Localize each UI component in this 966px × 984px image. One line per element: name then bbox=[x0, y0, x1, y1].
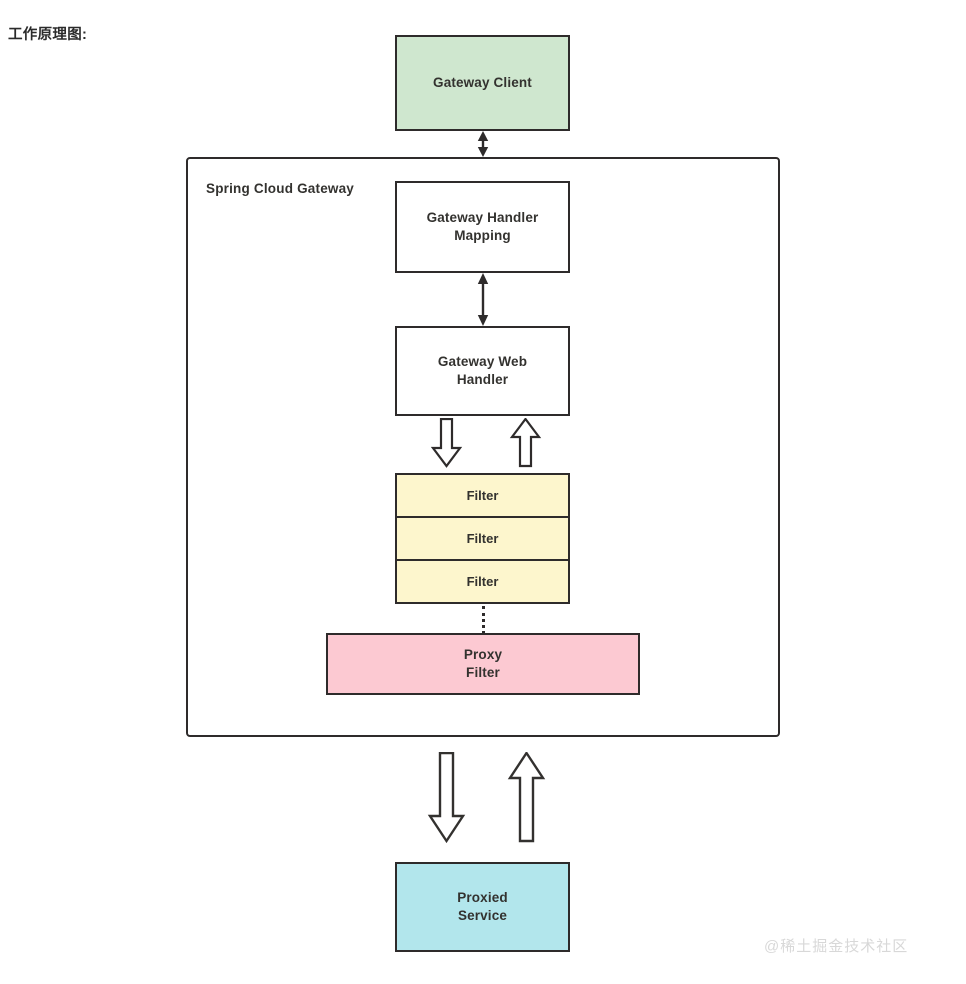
node-gateway-handler-mapping-line-2: Mapping bbox=[454, 228, 511, 243]
connector-service-to-container-arrow-up bbox=[506, 752, 547, 844]
watermark: @稀土掘金技术社区 bbox=[764, 938, 909, 955]
connector-filters-to-proxy-filter-dotted bbox=[481, 606, 485, 634]
connector-container-to-service-arrow-down bbox=[426, 752, 467, 844]
node-filter-1-label: Filter bbox=[466, 488, 499, 503]
page-title: 工作原理图: bbox=[8, 27, 88, 43]
node-filter-3-label: Filter bbox=[466, 574, 499, 589]
connector-mapping-to-webhandler bbox=[473, 273, 493, 326]
connector-client-to-container bbox=[473, 131, 493, 157]
node-filter-2-label: Filter bbox=[466, 531, 499, 546]
node-proxied-service[interactable]: Proxied Service bbox=[395, 862, 570, 952]
node-gateway-handler-mapping[interactable]: Gateway Handler Mapping bbox=[395, 181, 570, 273]
node-filter-2[interactable]: Filter bbox=[395, 516, 570, 561]
node-gateway-web-handler-line-1: Gateway Web bbox=[437, 353, 528, 369]
connector-webhandler-to-filters-arrow-down bbox=[430, 418, 463, 468]
node-proxy-filter[interactable]: Proxy Filter bbox=[326, 633, 640, 695]
connector-filters-to-webhandler-arrow-up bbox=[509, 418, 542, 468]
node-gateway-web-handler-line-2: Handler bbox=[456, 372, 509, 387]
node-proxied-service-line-2: Service bbox=[457, 908, 508, 923]
node-proxy-filter-line-1: Proxy bbox=[463, 646, 503, 662]
node-proxied-service-line-1: Proxied bbox=[457, 889, 508, 905]
node-proxy-filter-line-2: Filter bbox=[466, 665, 500, 680]
node-gateway-handler-mapping-line-1: Gateway Handler bbox=[426, 209, 539, 225]
node-gateway-client[interactable]: Gateway Client bbox=[395, 35, 570, 131]
container-spring-cloud-gateway-label: Spring Cloud Gateway bbox=[206, 181, 355, 196]
node-filter-3[interactable]: Filter bbox=[395, 559, 570, 604]
filter-stack: Filter Filter Filter bbox=[395, 473, 570, 606]
node-gateway-client-label: Gateway Client bbox=[433, 74, 532, 90]
node-filter-1[interactable]: Filter bbox=[395, 473, 570, 518]
node-gateway-web-handler[interactable]: Gateway Web Handler bbox=[395, 326, 570, 416]
